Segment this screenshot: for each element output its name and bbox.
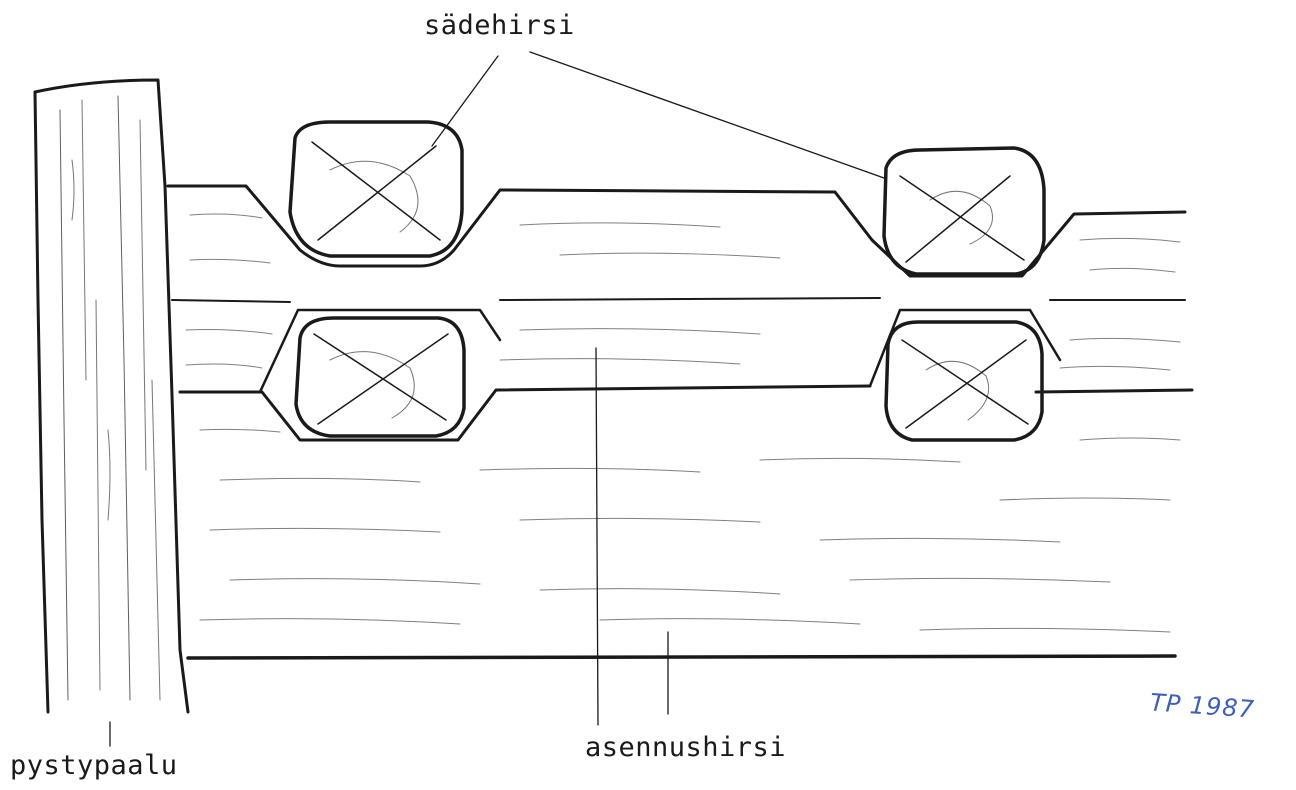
leader-mounting-1	[595, 347, 599, 726]
mounting-log	[178, 384, 1194, 660]
radial-log-top-left	[288, 120, 464, 258]
mounting-log-label: asennushirsi	[585, 732, 787, 763]
radial-log-label: sädehirsi	[424, 10, 575, 41]
middle-log	[185, 308, 1181, 394]
top-log	[166, 184, 1187, 303]
upright-post-label: pystypaalu	[10, 750, 178, 781]
leader-lines	[109, 51, 885, 747]
radial-log-mid-right	[884, 320, 1044, 442]
upright-post	[33, 78, 190, 714]
leader-radial-left	[431, 55, 499, 147]
radial-log-top-right	[882, 146, 1046, 276]
leader-radial-right	[529, 51, 885, 179]
radial-log-mid-left	[294, 316, 466, 438]
